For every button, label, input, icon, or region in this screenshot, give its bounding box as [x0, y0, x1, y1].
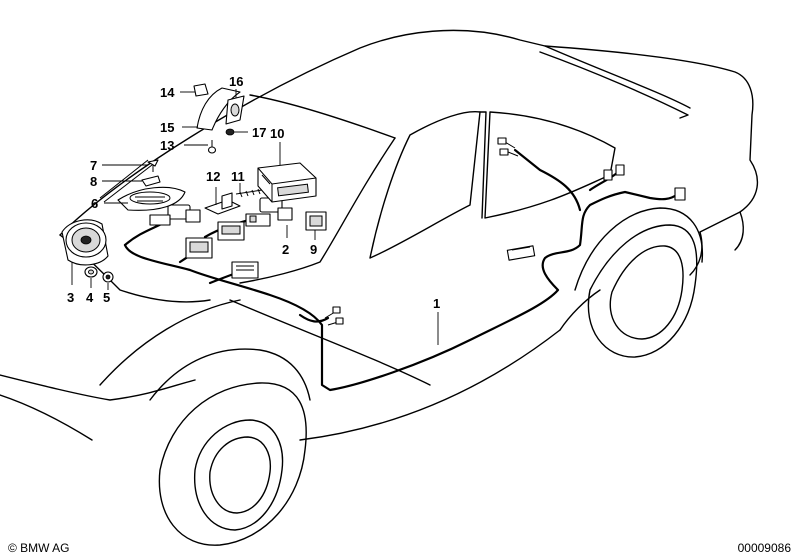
trim-strip — [99, 159, 153, 203]
harness-connectors — [324, 137, 686, 326]
part-14-clip — [193, 83, 209, 97]
part-2-connector — [217, 197, 293, 241]
part-13-fastener — [207, 140, 217, 154]
part-7-screw — [147, 159, 159, 172]
callout-5: 5 — [103, 290, 110, 305]
main-wiring-harness — [123, 148, 680, 392]
callout-11: 11 — [231, 169, 245, 184]
callout-4: 4 — [86, 290, 94, 305]
front-wheel — [149, 348, 311, 546]
part-12-bracket — [204, 192, 241, 215]
part-3-loudspeaker — [61, 219, 109, 266]
car-body-outline — [0, 29, 759, 441]
callout-6: 6 — [91, 196, 98, 211]
callout-8: 8 — [90, 174, 97, 189]
callout-17: 17 — [252, 125, 266, 140]
callout-9: 9 — [310, 242, 317, 257]
callout-2: 2 — [282, 242, 289, 257]
document-id: 00009086 — [737, 541, 791, 555]
callout-7: 7 — [90, 158, 97, 173]
part-15-pillar-trim — [196, 87, 241, 131]
part-10-radio-unit — [257, 162, 317, 203]
callout-12: 12 — [206, 169, 220, 184]
part-6-speaker-grille — [117, 186, 186, 211]
leader-lines — [71, 89, 439, 345]
callout-14: 14 — [160, 85, 175, 100]
part-16-tweeter — [225, 95, 245, 125]
rear-wheel — [574, 207, 704, 358]
callout-3: 3 — [67, 290, 74, 305]
front-connectors — [149, 204, 259, 279]
callout-1: 1 — [433, 296, 440, 311]
callout-10: 10 — [270, 126, 284, 141]
callout-15: 15 — [160, 120, 174, 135]
callout-16: 16 — [229, 74, 243, 89]
part-8-clip — [141, 175, 161, 187]
part-9-connector-block — [305, 211, 327, 231]
callout-labels: 1 2 3 4 5 6 7 8 9 10 11 12 13 14 15 16 1… — [67, 74, 440, 311]
copyright-notice: © BMW AG — [8, 541, 70, 555]
part-4-nut — [84, 266, 98, 278]
part-17-grommet — [225, 128, 235, 136]
callout-13: 13 — [160, 138, 174, 153]
part-5-nut — [102, 271, 114, 283]
